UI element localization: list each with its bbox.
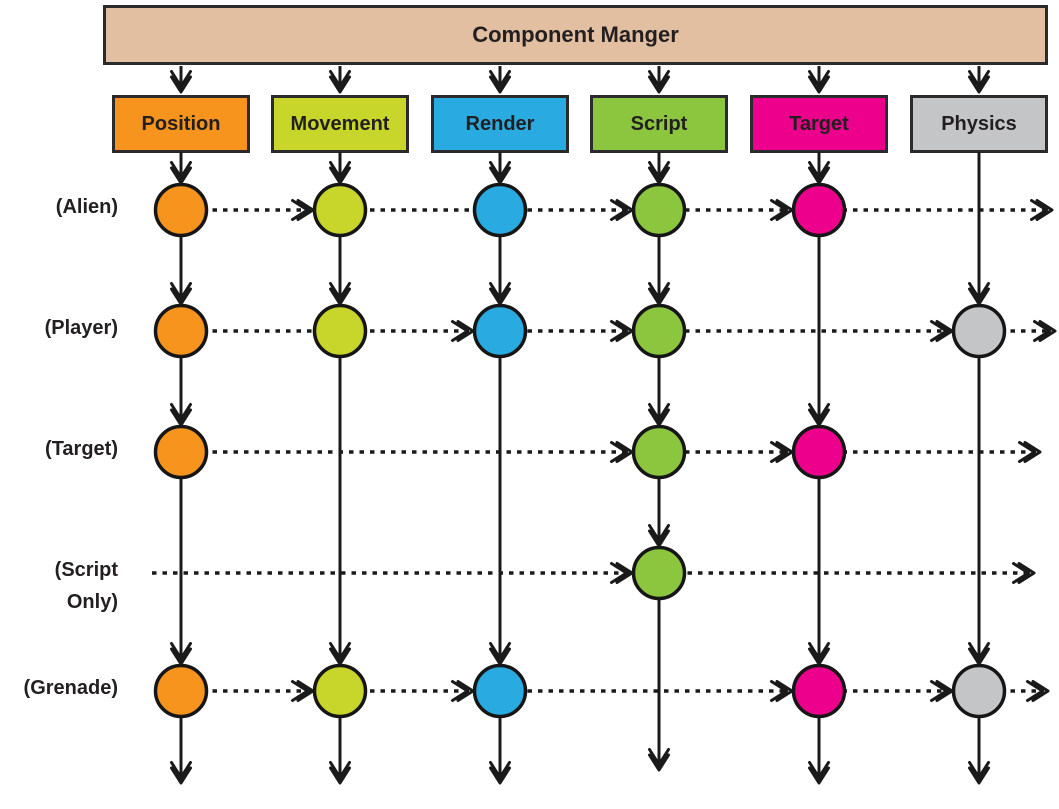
arrow-into-target-target: [808, 403, 830, 427]
component-box-script: Script: [590, 95, 728, 153]
arrow-into-player-movement: [329, 282, 351, 306]
manager-arrowhead-movement: [329, 70, 351, 94]
circle-player-physics: [951, 303, 1007, 359]
row-arrow-into-player-script: [610, 320, 634, 342]
circle-player-script: [631, 303, 687, 359]
row-arrow-into-script-only-script: [610, 562, 634, 584]
row-arrow-into-player-physics: [930, 320, 954, 342]
circle-alien-target: [791, 182, 847, 238]
component-line-end-arrow-movement: [329, 761, 351, 785]
row-arrow-into-alien-target: [770, 199, 794, 221]
row-end-arrow-alien: [1030, 199, 1054, 221]
entity-label-grenade: (Grenade): [23, 677, 118, 699]
circle-player-render: [472, 303, 528, 359]
component-line-end-arrow-target: [808, 761, 830, 785]
row-arrow-into-player-render: [451, 320, 475, 342]
manager-arrowhead-position: [170, 70, 192, 94]
component-line-end-arrow-position: [170, 761, 192, 785]
arrow-into-alien-movement: [329, 161, 351, 185]
row-end-arrow-target: [1018, 441, 1042, 463]
arrow-into-script-only-script: [648, 524, 670, 548]
arrow-into-target-script: [648, 403, 670, 427]
entity-label-player: (Player): [44, 317, 118, 339]
manager-arrowhead-script: [648, 70, 670, 94]
row-end-arrow-script-only: [1012, 562, 1036, 584]
row-arrow-into-target-script: [610, 441, 634, 463]
component-box-target: Target: [750, 95, 888, 153]
manager-arrowhead-render: [489, 70, 511, 94]
arrow-into-alien-target: [808, 161, 830, 185]
circle-alien-position: [153, 182, 209, 238]
manager-arrowhead-physics: [968, 70, 990, 94]
manager-arrowhead-target: [808, 70, 830, 94]
arrow-into-alien-render: [489, 161, 511, 185]
circle-grenade-position: [153, 663, 209, 719]
arrow-into-grenade-physics: [968, 642, 990, 666]
circle-grenade-target: [791, 663, 847, 719]
circle-grenade-movement: [312, 663, 368, 719]
arrow-into-player-position: [170, 282, 192, 306]
circle-script-only-script: [631, 545, 687, 601]
circle-alien-script: [631, 182, 687, 238]
component-box-position: Position: [112, 95, 250, 153]
row-arrow-into-grenade-physics: [930, 680, 954, 702]
entity-label-alien: (Alien): [55, 196, 118, 218]
arrow-into-target-position: [170, 403, 192, 427]
circle-target-script: [631, 424, 687, 480]
entity-label-script-only: (Script Only): [54, 559, 118, 613]
row-arrow-into-target-target: [770, 441, 794, 463]
arrow-into-alien-position: [170, 161, 192, 185]
arrow-into-grenade-movement: [329, 642, 351, 666]
component-box-render: Render: [431, 95, 569, 153]
arrow-into-grenade-render: [489, 642, 511, 666]
row-arrow-into-grenade-movement: [291, 680, 315, 702]
row-arrow-into-alien-script: [610, 199, 634, 221]
circle-alien-render: [472, 182, 528, 238]
circle-target-position: [153, 424, 209, 480]
row-arrow-into-grenade-render: [451, 680, 475, 702]
arrow-into-player-script: [648, 282, 670, 306]
circle-target-target: [791, 424, 847, 480]
circle-alien-movement: [312, 182, 368, 238]
entity-label-target: (Target): [45, 438, 118, 460]
component-box-physics: Physics: [910, 95, 1048, 153]
arrow-into-grenade-position: [170, 642, 192, 666]
circle-player-position: [153, 303, 209, 359]
circle-grenade-physics: [951, 663, 1007, 719]
circle-grenade-render: [472, 663, 528, 719]
arrow-into-player-render: [489, 282, 511, 306]
row-end-arrow-player: [1033, 320, 1057, 342]
arrow-into-grenade-target: [808, 642, 830, 666]
component-box-movement: Movement: [271, 95, 409, 153]
row-arrow-into-alien-movement: [291, 199, 315, 221]
component-manager-box: Component Manger: [103, 5, 1048, 65]
row-arrow-into-grenade-target: [770, 680, 794, 702]
component-line-end-arrow-script: [648, 748, 670, 772]
arrow-into-alien-script: [648, 161, 670, 185]
circle-player-movement: [312, 303, 368, 359]
arrow-into-player-physics: [968, 282, 990, 306]
component-line-end-arrow-physics: [968, 761, 990, 785]
component-line-end-arrow-render: [489, 761, 511, 785]
row-end-arrow-grenade: [1026, 680, 1050, 702]
